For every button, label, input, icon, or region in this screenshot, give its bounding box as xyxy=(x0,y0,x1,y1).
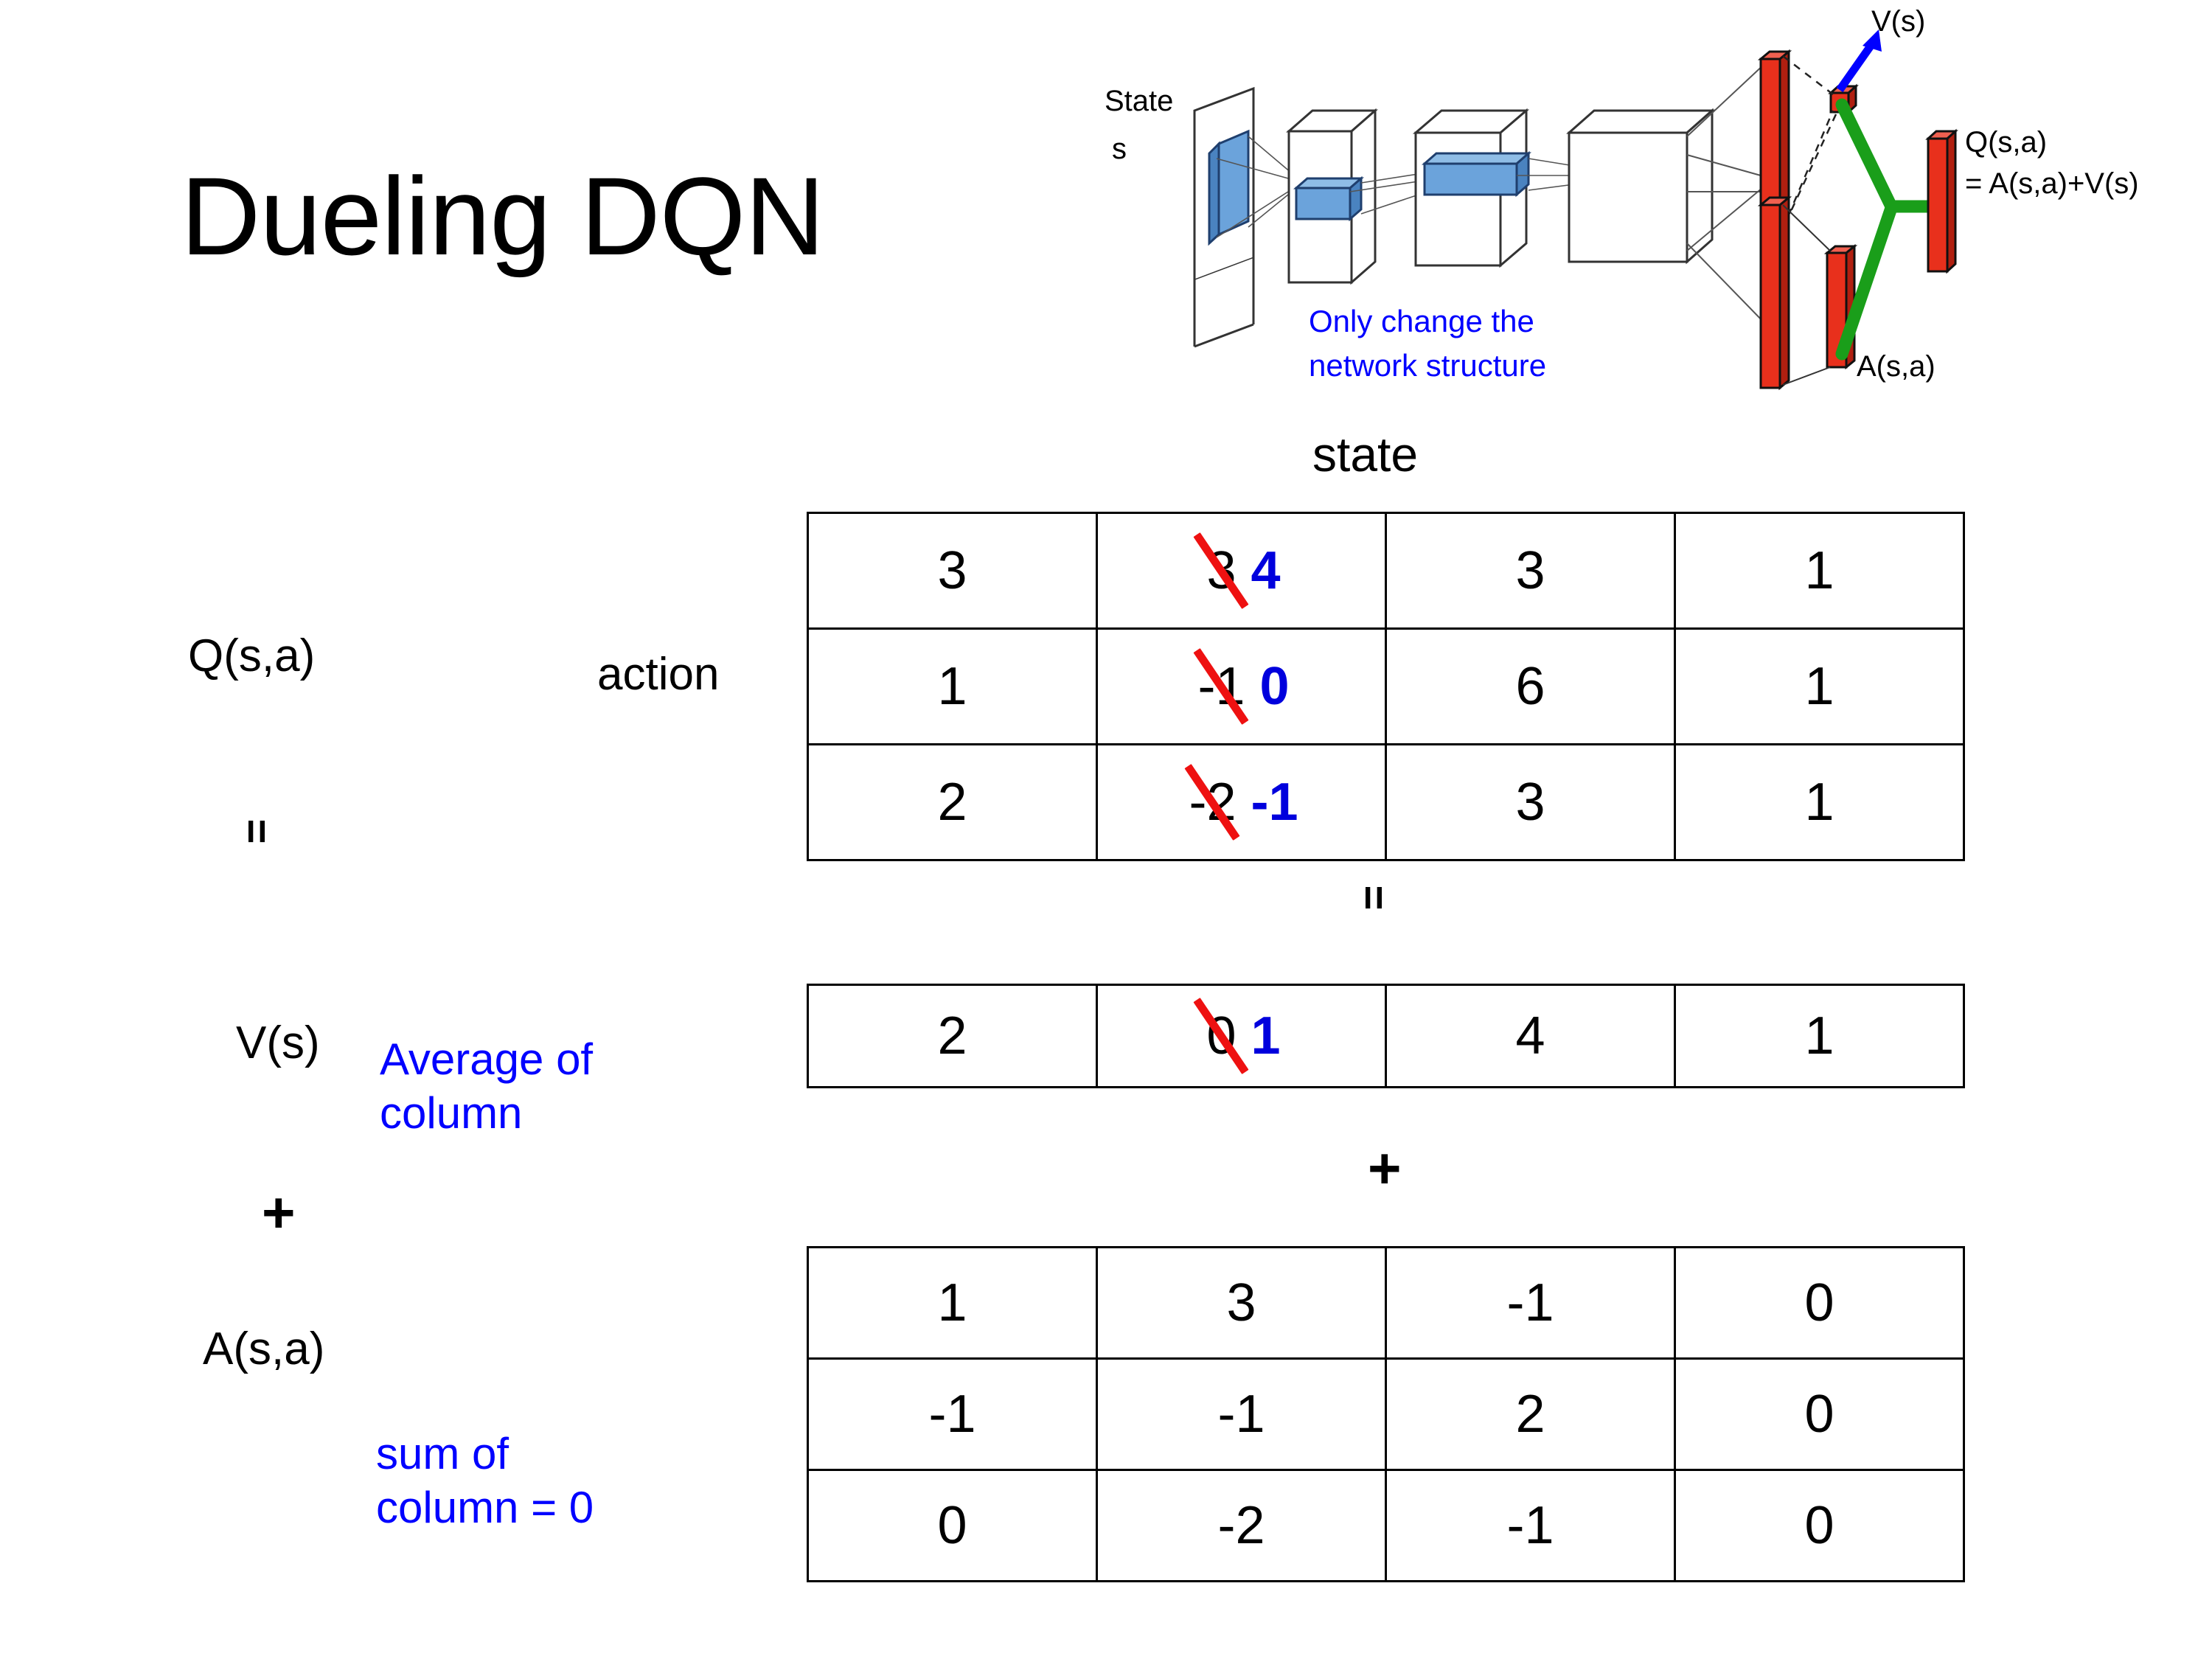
diagram-advantage-label: A(s,a) xyxy=(1857,350,1935,383)
diagram-state-label-line1: State xyxy=(1105,85,1173,117)
q-cell-r0-c1: 3 4 xyxy=(1096,512,1387,630)
v-table-container: 2 0 1 4 1 xyxy=(807,984,1965,1088)
q-output-bar-icon xyxy=(1925,128,1958,274)
value-arrow-icon xyxy=(1836,29,1882,93)
v-function-label: V(s) xyxy=(236,1018,320,1068)
average-of-column-note: Average of column xyxy=(380,1032,593,1140)
a-cell-r2-c3: 0 xyxy=(1674,1469,1965,1582)
a-cell-r1-c3: 0 xyxy=(1674,1357,1965,1471)
conv-filter-2-icon xyxy=(1422,150,1531,198)
table-row: 2 0 1 4 1 xyxy=(807,984,1965,1088)
q-cell-r1-c0: 1 xyxy=(807,627,1098,745)
q-cell-r2-c0: 2 xyxy=(807,743,1098,861)
a-cell-r0-c2: -1 xyxy=(1385,1246,1676,1360)
a-cell-r2-c1: -2 xyxy=(1096,1469,1387,1582)
struck-value: -2 xyxy=(1184,764,1241,841)
average-note-line2: column xyxy=(380,1088,523,1138)
v-cell-c2: 4 xyxy=(1385,984,1676,1088)
table-row: -1 -1 2 0 xyxy=(807,1357,1965,1471)
a-cell-r2-c2: -1 xyxy=(1385,1469,1676,1582)
a-cell-r1-c2: 2 xyxy=(1385,1357,1676,1471)
corrected-value: -1 xyxy=(1251,773,1298,832)
a-table-container: 1 3 -1 0 -1 -1 2 0 0 -2 -1 0 xyxy=(807,1246,1965,1582)
diagram-state-label-line2: s xyxy=(1112,133,1127,165)
corrected-value: 4 xyxy=(1251,541,1281,600)
a-cell-r0-c1: 3 xyxy=(1096,1246,1387,1360)
struck-value: 3 xyxy=(1193,532,1250,609)
conv-block-3-icon xyxy=(1566,108,1715,265)
a-cell-r0-c3: 0 xyxy=(1674,1246,1965,1360)
table-row: 1 3 -1 0 xyxy=(807,1246,1965,1360)
a-cell-r2-c0: 0 xyxy=(807,1469,1098,1582)
conv-filter-1-icon xyxy=(1293,175,1365,222)
sum-of-column-note: sum of column = 0 xyxy=(376,1427,594,1534)
table-row: 2 -2 -1 3 1 xyxy=(807,743,1965,861)
struck-value: 0 xyxy=(1193,998,1250,1074)
a-cell-r1-c0: -1 xyxy=(807,1357,1098,1471)
input-filter-icon xyxy=(1208,129,1250,246)
sum-note-line1: sum of xyxy=(376,1429,509,1478)
diagram-q-label-line2: = A(s,a)+V(s) xyxy=(1965,167,2139,200)
q-cell-r2-c1: -2 -1 xyxy=(1096,743,1387,861)
a-function-label: A(s,a) xyxy=(203,1324,325,1374)
average-note-line1: Average of xyxy=(380,1034,594,1084)
q-cell-r1-c3: 1 xyxy=(1674,627,1965,745)
equals-sign-center: = xyxy=(1349,885,1398,912)
a-cell-r0-c0: 1 xyxy=(807,1246,1098,1360)
q-cell-r0-c2: 3 xyxy=(1385,512,1676,630)
plus-sign-left: + xyxy=(262,1180,296,1245)
diagram-q-label-line1: Q(s,a) xyxy=(1965,126,2047,159)
v-cell-c1: 0 1 xyxy=(1096,984,1387,1088)
equals-sign-left: = xyxy=(232,818,281,846)
diagram-note-line2: network structure xyxy=(1309,348,1546,383)
v-cell-c0: 2 xyxy=(807,984,1098,1088)
plus-sign-center: + xyxy=(1368,1135,1402,1200)
table-row: 1 -1 0 6 1 xyxy=(807,627,1965,745)
struck-value: -1 xyxy=(1193,648,1250,725)
table-row: 0 -2 -1 0 xyxy=(807,1469,1965,1582)
diagram-value-label: V(s) xyxy=(1871,7,1925,38)
q-value-table: 3 3 4 3 1 1 -1 0 6 xyxy=(807,512,1965,861)
corrected-value: 0 xyxy=(1259,657,1290,716)
q-cell-r2-c3: 1 xyxy=(1674,743,1965,861)
q-cell-r2-c2: 3 xyxy=(1385,743,1676,861)
advantage-value-table: 1 3 -1 0 -1 -1 2 0 0 -2 -1 0 xyxy=(807,1246,1965,1582)
q-cell-r0-c3: 1 xyxy=(1674,512,1965,630)
q-cell-r1-c1: -1 0 xyxy=(1096,627,1387,745)
dueling-network-diagram: State s Only change the network structur… xyxy=(1099,7,2205,420)
q-cell-r0-c0: 3 xyxy=(807,512,1098,630)
a-cell-r1-c1: -1 xyxy=(1096,1357,1387,1471)
q-function-label: Q(s,a) xyxy=(188,630,316,681)
table-row: 3 3 4 3 1 xyxy=(807,512,1965,630)
q-table-container: 3 3 4 3 1 1 -1 0 6 xyxy=(807,512,1965,861)
page-title: Dueling DQN xyxy=(181,154,825,278)
sum-note-line2: column = 0 xyxy=(376,1483,594,1533)
action-axis-label: action xyxy=(597,649,720,700)
corrected-value: 1 xyxy=(1251,1006,1281,1065)
aggregation-link-icon xyxy=(1835,98,1942,361)
q-cell-r1-c2: 6 xyxy=(1385,627,1676,745)
advantage-stream-bar-icon xyxy=(1757,195,1792,391)
v-value-table: 2 0 1 4 1 xyxy=(807,984,1965,1088)
state-axis-label: state xyxy=(1312,427,1419,481)
diagram-note-line1: Only change the xyxy=(1309,304,1534,338)
v-cell-c3: 1 xyxy=(1674,984,1965,1088)
